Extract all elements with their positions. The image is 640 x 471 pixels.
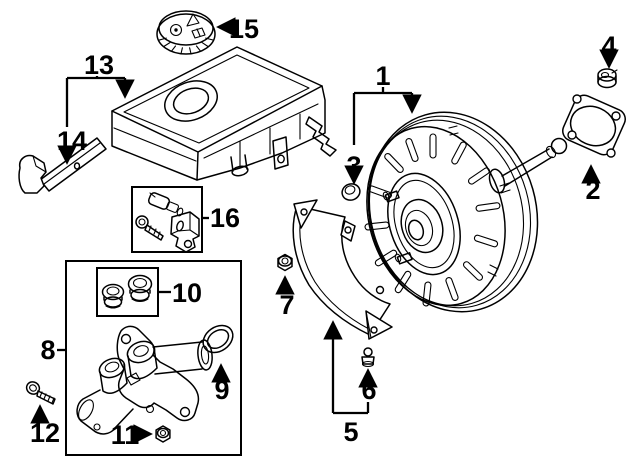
callout-12: 12 (30, 404, 60, 448)
callout-3: 3 (344, 151, 364, 185)
kit-bracket-drawing (170, 211, 200, 253)
push-rod-drawing (488, 137, 568, 194)
callout-label-4: 4 (601, 31, 616, 61)
sensor-drawing (147, 192, 184, 217)
callout-label-12: 12 (30, 418, 60, 448)
callout-2: 2 (581, 164, 601, 205)
callout-6: 6 (358, 368, 378, 405)
callout-11: 11 (111, 420, 153, 450)
callout-10: 10 (159, 278, 202, 308)
reservoir-grommet-left (101, 283, 125, 309)
callouts: 1 2 3 4 5 6 7 8 (30, 14, 619, 450)
stud-drawing (361, 347, 375, 368)
callout-label-9: 9 (214, 375, 229, 405)
callout-1: 1 (352, 61, 422, 145)
callout-label-3: 3 (346, 151, 361, 181)
booster-vent-slots (364, 133, 501, 307)
booster-gasket-drawing (562, 94, 626, 158)
cylinder-nut-drawing (155, 425, 171, 443)
callout-label-13: 13 (84, 50, 114, 80)
brake-booster-drawing (364, 111, 568, 313)
reservoir-grommet-right (127, 274, 153, 303)
kit-bolt-drawing (135, 215, 164, 241)
callout-label-6: 6 (361, 375, 376, 405)
callout-7: 7 (275, 275, 295, 320)
shield-nut-drawing (277, 253, 293, 272)
mounting-nut-drawing (597, 68, 618, 89)
reservoir-cap-drawing (156, 10, 216, 55)
callout-label-10: 10 (172, 278, 202, 308)
master-cylinder-drawing (76, 325, 213, 435)
grommet-drawing (341, 183, 361, 201)
master-cylinder-box (65, 260, 242, 456)
mounting-bolt-drawing (25, 381, 56, 405)
sensor-kit-box (131, 186, 203, 253)
callout-label-2: 2 (585, 175, 600, 205)
callout-label-16: 16 (210, 203, 240, 233)
callout-label-5: 5 (343, 417, 358, 447)
callout-label-1: 1 (375, 61, 390, 91)
callout-9: 9 (211, 363, 231, 405)
heat-shield-drawing (292, 199, 393, 340)
callout-8: 8 (40, 335, 66, 365)
callout-label-11: 11 (111, 420, 140, 450)
callout-15: 15 (216, 14, 259, 44)
fluid-reservoir-drawing (111, 46, 337, 181)
callout-14: 14 (57, 126, 87, 165)
callout-4: 4 (599, 31, 619, 69)
callout-label-14: 14 (57, 126, 87, 156)
grommet-kit-box (96, 267, 159, 317)
callout-label-8: 8 (40, 335, 55, 365)
callout-13: 13 (65, 50, 135, 127)
callout-16: 16 (202, 203, 240, 233)
o-ring-drawing (202, 324, 234, 354)
callout-5: 5 (323, 320, 370, 447)
callout-label-7: 7 (279, 290, 294, 320)
callout-label-15: 15 (229, 14, 259, 44)
